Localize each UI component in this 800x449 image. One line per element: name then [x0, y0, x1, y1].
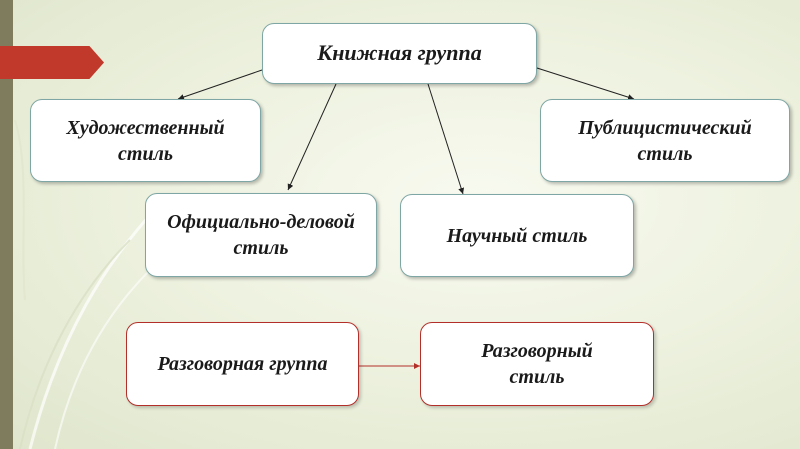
left-side-bar	[0, 0, 13, 449]
official-label: Официально-деловой стиль	[167, 211, 355, 259]
arrow-to-scientific	[427, 83, 465, 195]
root-book-group-box: Книжная группа	[262, 23, 537, 84]
scientific-label: Научный стиль	[446, 224, 588, 247]
official-style-box: Официально-деловой стиль	[145, 193, 377, 277]
scientific-style-box: Научный стиль	[400, 194, 634, 277]
journalistic-label: Публицистический стиль	[578, 116, 752, 165]
colloquial-style-box: Разговорный стиль	[420, 322, 654, 406]
artistic-label: Художественный стиль	[66, 116, 225, 165]
artistic-style-box: Художественный стиль	[30, 99, 261, 182]
colloquial-group-box: Разговорная группа	[126, 322, 359, 406]
colloquial-group-label: Разговорная группа	[157, 353, 328, 375]
journalistic-style-box: Публицистический стиль	[540, 99, 790, 182]
arrow-to-artistic	[177, 69, 263, 100]
red-arrow-tab	[0, 46, 104, 79]
colloquial-style-label: Разговорный стиль	[481, 340, 593, 388]
arrow-to-journalistic	[536, 67, 635, 101]
root-label: Книжная группа	[317, 40, 482, 66]
arrow-to-official	[287, 83, 337, 191]
